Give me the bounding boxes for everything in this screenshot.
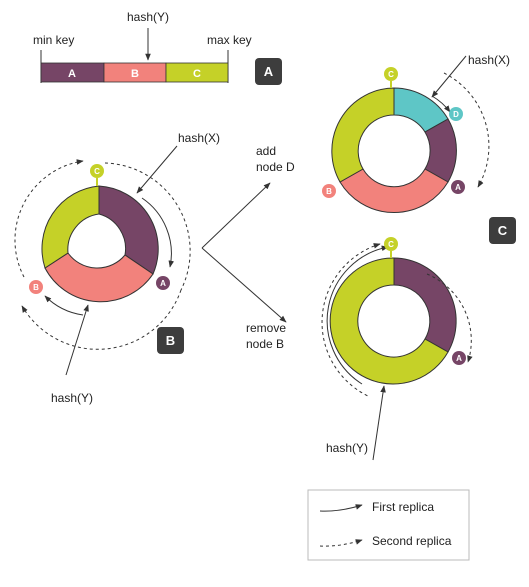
legend: First replica Second replica (307, 489, 470, 561)
ring-c-top-node-d-pin (449, 107, 463, 121)
add-node-label-line1: add (256, 144, 276, 158)
ring-b-second-replica-arrow-c (14, 159, 84, 278)
ring-c-top-second-replica-arrow (443, 72, 490, 188)
part-b-ring: hash(X) hash(Y) A B C B (14, 131, 220, 405)
range-segment-b-label: B (131, 68, 139, 80)
part-a-key-range: min key max key hash(Y) A B C A (33, 10, 282, 85)
ring-c-top-hash-x-pointer (431, 55, 467, 98)
ring-c-bottom-node-c-pin (384, 237, 398, 251)
legend-first-replica-label: First replica (372, 500, 434, 514)
ring-c-top-node-a-pin (451, 180, 465, 194)
ring-b-first-replica-arrow-b (44, 295, 84, 316)
legend-second-replica-label: Second replica (372, 534, 452, 548)
ring-c-bottom-hash-y-label: hash(Y) (326, 441, 368, 455)
ring-c-top-node-c-label: C (388, 70, 394, 79)
ring-c-top-node-c-pin (384, 67, 398, 81)
ring-c-bottom-second-replica-arc (321, 243, 381, 398)
max-key-label: max key (207, 33, 252, 47)
add-node-label-line2: node D (256, 160, 295, 174)
legend-box (307, 489, 470, 561)
badge-a-label: A (264, 64, 274, 79)
ring-c-top-node-b-pin (322, 184, 336, 198)
ring-b-node-c-label: C (94, 167, 100, 176)
ring-b-segment-a (98, 185, 159, 275)
ring-c-top-segment-b (339, 168, 449, 214)
remove-node-label-line1: remove (246, 321, 286, 335)
ring-b-second-replica-arc-right (104, 162, 191, 291)
legend-first-replica-arrow (319, 504, 363, 512)
ring-c-top-hash-x-label: hash(X) (468, 53, 510, 67)
ring-c-bottom-node-a-pin (452, 351, 466, 365)
badge-a (255, 58, 282, 85)
badge-c (489, 217, 516, 244)
hash-y-label-a: hash(Y) (127, 10, 169, 24)
ring-b-hash-x-label: hash(X) (178, 131, 220, 145)
ring-b-node-a-label: A (160, 279, 166, 288)
part-c-bottom-ring: hash(Y) A C (321, 237, 473, 461)
ring-c-bottom-second-replica-arrow (426, 273, 473, 363)
ring-c-bottom-first-replica-arrow (326, 245, 389, 385)
range-segment-a-label: A (68, 68, 76, 80)
remove-node-arrow (201, 247, 287, 323)
ring-c-bottom-node-c-label: C (388, 240, 394, 249)
ring-b-first-replica-arrow (141, 197, 175, 268)
badge-c-label: C (498, 223, 508, 238)
remove-node-label-line2: node B (246, 337, 284, 351)
ring-c-top-segment-c (331, 87, 395, 183)
ring-b-hash-x-pointer (136, 145, 178, 194)
ring-c-top-node-b-label: B (326, 187, 332, 196)
ring-c-top-node-a-label: A (455, 183, 461, 192)
badge-b-label: B (166, 333, 175, 348)
ring-b-node-b-label: B (33, 283, 39, 292)
ring-b-hash-y-label: hash(Y) (51, 391, 93, 405)
min-key-label: min key (33, 33, 74, 47)
ring-c-bottom-hash-y-pointer (372, 385, 386, 461)
transition-arrows: add node D remove node B (201, 144, 295, 351)
ring-c-bottom-segment-c (329, 257, 449, 385)
ring-b-segment-c (41, 185, 100, 269)
ring-b-node-c-pin (90, 164, 104, 178)
ring-b-node-b-pin (29, 280, 43, 294)
badge-b (157, 327, 184, 354)
add-node-arrow (201, 182, 271, 249)
legend-second-replica-arrow (319, 539, 363, 547)
ring-c-top-node-d-label: D (453, 110, 459, 119)
ring-b-node-a-pin (156, 276, 170, 290)
ring-c-bottom-node-a-label: A (456, 354, 462, 363)
part-c-top-ring: hash(X) D A B C (322, 53, 510, 214)
ring-b-hash-y-pointer (65, 304, 89, 376)
range-segment-c-label: C (193, 68, 201, 80)
range-segment-c (165, 62, 229, 83)
ring-b-segment-b (44, 252, 154, 303)
ring-c-bottom-segment-a (393, 257, 457, 353)
